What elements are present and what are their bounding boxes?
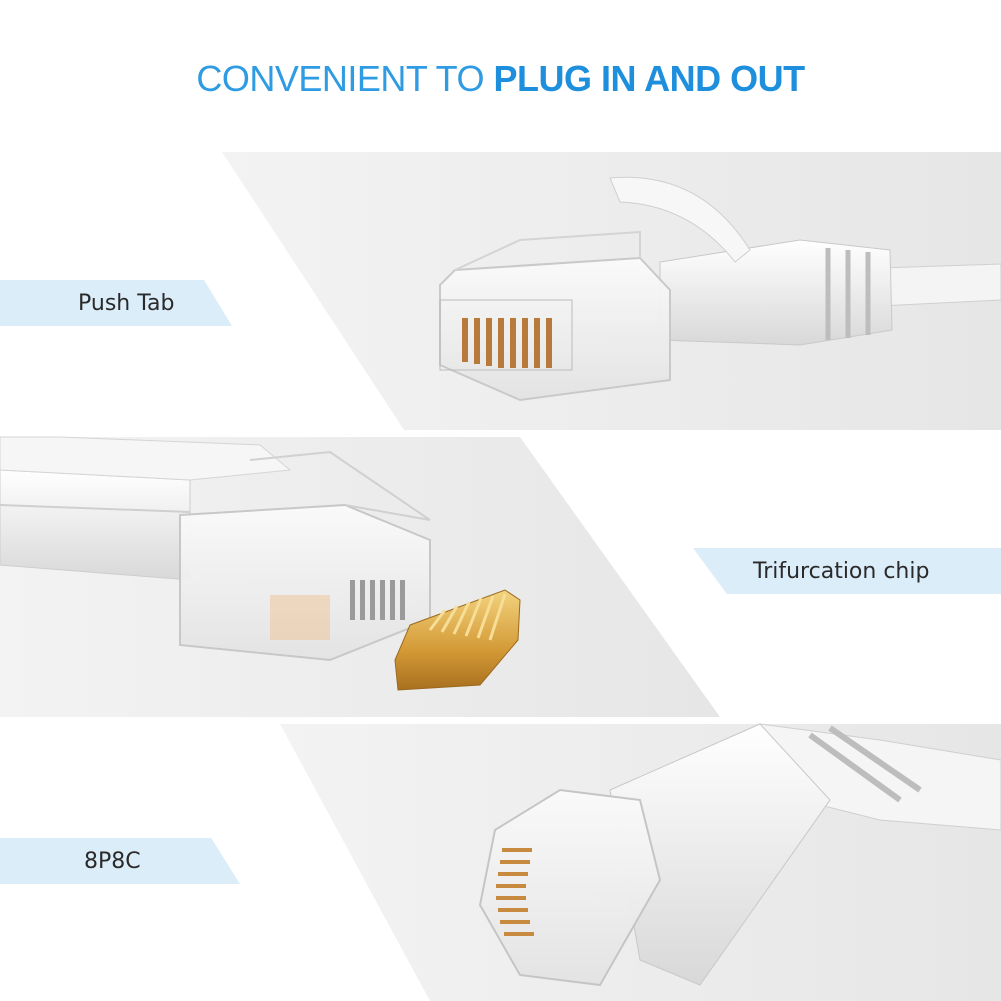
label-band — [0, 280, 232, 326]
bottom-connector — [478, 723, 1001, 987]
headline-bold: PLUG IN AND OUT — [493, 58, 805, 99]
label-band — [693, 548, 1001, 594]
top-connector — [439, 176, 1001, 402]
trifurcation-chip-label: Trifurcation chip — [693, 548, 1001, 594]
8p8c-label: 8P8C — [0, 838, 240, 884]
label-band — [0, 838, 240, 884]
middle-connector — [0, 436, 431, 662]
headline: CONVENIENT TO PLUG IN AND OUT — [0, 58, 1001, 100]
8p8c-text: 8P8C — [84, 848, 141, 874]
trifurcation-chip-text: Trifurcation chip — [753, 558, 930, 584]
headline-light: CONVENIENT TO — [196, 58, 494, 99]
push-tab-label: Push Tab — [0, 280, 232, 326]
push-tab-text: Push Tab — [78, 290, 175, 316]
trifurcation-chip — [394, 589, 521, 691]
